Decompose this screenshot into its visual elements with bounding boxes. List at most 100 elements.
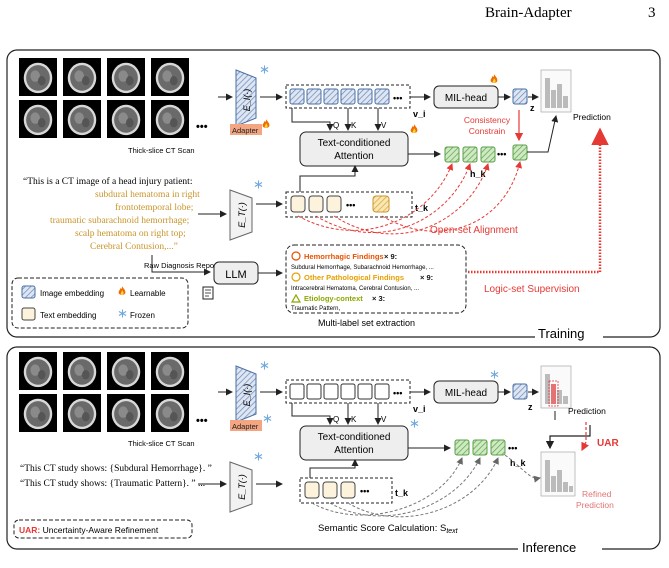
semantic-score-arrows	[311, 454, 541, 518]
svg-text:h_k: h_k	[510, 458, 527, 468]
ct-scan-grid-inference	[19, 352, 189, 432]
hk-tokens-training	[444, 144, 528, 163]
prediction-chart-inference	[540, 365, 572, 409]
svg-text:Cerebral Contusion,...”: Cerebral Contusion,...”	[90, 242, 178, 252]
image-encoder-inference: E_I(·)	[235, 365, 257, 423]
svg-text:Etiology-context: Etiology-context	[304, 294, 363, 303]
image-tokens-training	[289, 88, 390, 105]
svg-text:K: K	[351, 121, 357, 130]
text-tokens-training	[290, 195, 390, 213]
uar-legend-box	[13, 519, 193, 539]
legend-box	[11, 277, 189, 329]
svg-text:× 9:: × 9:	[420, 273, 433, 282]
finding-other: Other Pathological Findings × 9: Intrace…	[291, 272, 433, 292]
semantic-score-label: Semantic Score Calculation: Stext	[318, 523, 459, 535]
legend-learnable: Learnable	[130, 289, 166, 298]
uar-legend: UAR: Uncertainty-Aware Refinement	[19, 525, 159, 535]
vi-label-training: v_i	[413, 109, 426, 119]
svg-text:•••: •••	[196, 415, 208, 427]
z-token-training	[512, 88, 528, 105]
logic-set-arrow	[468, 127, 609, 274]
multilabel-set-box	[285, 244, 467, 314]
image-encoder-training: E_I(·)	[235, 69, 257, 127]
svg-text:frontotemporal lobe;: frontotemporal lobe;	[115, 202, 193, 213]
training-panel	[6, 49, 661, 338]
running-title: Brain-Adapter	[485, 5, 572, 21]
svg-text:Q: Q	[333, 415, 339, 424]
svg-text:t_k: t_k	[395, 488, 409, 498]
prediction-label-training: Prediction	[573, 112, 611, 122]
svg-text:t_k: t_k	[415, 203, 429, 213]
hk-tokens-inference	[454, 439, 506, 456]
svg-text:Prediction: Prediction	[576, 500, 614, 510]
finding-hemorrhagic: Hemorrhagic Findings × 9: Subdural Hemor…	[291, 251, 434, 271]
ct-caption-training: Thick-slice CT Scan	[128, 146, 195, 155]
prompt-line-1: “This CT study shows: {Subdural Hemorrha…	[20, 464, 212, 474]
open-set-alignment-arrows	[297, 161, 523, 235]
svg-text:•••: •••	[393, 93, 402, 103]
svg-text:traumatic subarachnoid hemorrh: traumatic subarachnoid hemorrhage;	[50, 216, 189, 226]
inference-panel	[6, 346, 661, 550]
svg-text:v_i: v_i	[413, 404, 426, 414]
svg-text:Attention: Attention	[334, 445, 373, 456]
prompt-line-2: “This CT study shows: {Traumatic Pattern…	[20, 479, 205, 489]
svg-text:•••: •••	[360, 486, 369, 496]
svg-text:× 9:: × 9:	[384, 252, 397, 261]
text-encoder-inference: E_T(·)	[229, 461, 253, 513]
svg-text:Consistency: Consistency	[464, 115, 511, 125]
text-token-group-training	[285, 191, 413, 218]
svg-text:Prediction: Prediction	[568, 406, 606, 416]
ct-caption-inference: Thick-slice CT Scan	[128, 439, 195, 448]
legend-image: Image embedding	[40, 289, 104, 298]
inference-label: Inference	[522, 540, 576, 555]
svg-text:E_T(·): E_T(·)	[237, 202, 247, 228]
uar-label: UAR	[597, 438, 619, 449]
legend-text: Text embedding	[40, 311, 96, 320]
adapter-badge-inference	[230, 420, 262, 431]
svg-text:MIL-head: MIL-head	[445, 93, 487, 104]
svg-text:V: V	[381, 121, 387, 130]
svg-text:Attention: Attention	[334, 151, 373, 162]
svg-text:•••: •••	[393, 388, 402, 398]
svg-text:h_k: h_k	[470, 169, 487, 179]
svg-text:Traumatic Pattern,: Traumatic Pattern,	[291, 306, 340, 312]
svg-text:Hemorrhagic Findings: Hemorrhagic Findings	[304, 252, 384, 261]
ct-scan-grid-training	[19, 58, 189, 138]
svg-text:•••: •••	[196, 121, 208, 133]
svg-text:Text-conditioned: Text-conditioned	[318, 138, 391, 149]
svg-text:Constrain: Constrain	[469, 126, 506, 136]
svg-text:scalp hematoma on right top;: scalp hematoma on right top;	[75, 229, 186, 239]
svg-text:E_I(·): E_I(·)	[242, 384, 252, 407]
svg-text:V: V	[381, 415, 387, 424]
text-tokens-inference	[304, 481, 356, 499]
multilabel-caption: Multi-label set extraction	[318, 318, 415, 328]
page-number: 3	[648, 5, 656, 21]
document-icon	[202, 286, 214, 300]
raw-report-caption: Raw Diagnosis Report	[144, 261, 220, 270]
legend-frozen: Frozen	[130, 311, 155, 320]
svg-text:•••: •••	[497, 149, 506, 159]
logic-set-label: Logic-set Supervision	[484, 284, 580, 295]
svg-text:z: z	[530, 103, 535, 113]
svg-text:•••: •••	[346, 200, 355, 210]
svg-text:“This is a CT image of a head: “This is a CT image of a head injury pat…	[23, 176, 192, 187]
image-tokens-inference	[289, 383, 390, 400]
refined-prediction-chart	[540, 451, 576, 497]
svg-text:E_I(·): E_I(·)	[242, 89, 252, 112]
svg-text:Adapter: Adapter	[232, 126, 259, 135]
svg-text:K: K	[351, 415, 357, 424]
text-encoder-training: E_T(·)	[229, 189, 253, 241]
svg-text:Other Pathological Findings: Other Pathological Findings	[304, 273, 404, 282]
svg-text:MIL-head: MIL-head	[445, 388, 487, 399]
svg-text:Q: Q	[333, 121, 339, 130]
svg-text:Refined: Refined	[582, 489, 612, 499]
svg-text:z: z	[528, 402, 533, 412]
svg-text:Subdural Hemorrhage, Subarachn: Subdural Hemorrhage, Subarachnoid Hemorr…	[291, 265, 434, 271]
svg-text:Text-conditioned: Text-conditioned	[318, 432, 391, 443]
svg-text:•••: •••	[508, 443, 517, 453]
svg-text:Intracerebral Hematoma, Cerebr: Intracerebral Hematoma, Cerebral Contusi…	[291, 286, 419, 292]
text-token-group-inference	[299, 477, 393, 504]
finding-etiology: Etiology-context × 3: Traumatic Pattern,	[290, 293, 385, 312]
svg-text:subdural hematoma in right: subdural hematoma in right	[95, 190, 200, 200]
